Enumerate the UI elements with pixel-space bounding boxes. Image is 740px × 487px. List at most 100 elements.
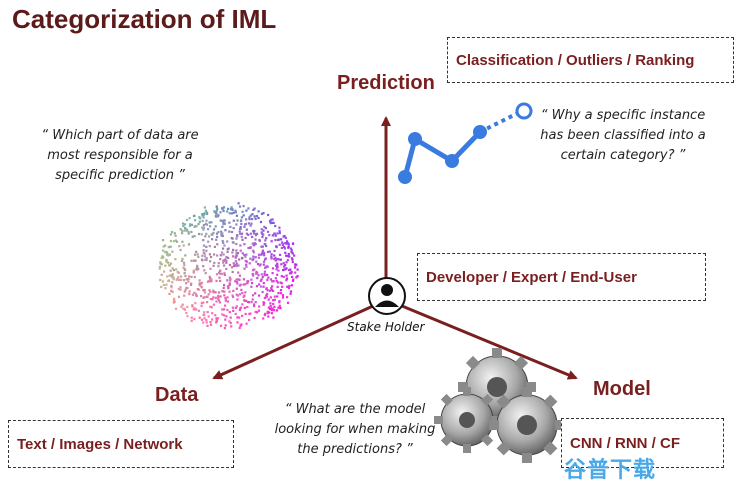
data-quote: “ Which part of data are most responsibl…	[20, 126, 220, 186]
cloud-point	[254, 238, 257, 241]
cloud-point	[183, 263, 186, 267]
cloud-point	[259, 220, 263, 224]
cloud-point	[291, 258, 294, 261]
cloud-point	[197, 255, 200, 258]
cloud-point	[287, 245, 290, 248]
cloud-point	[232, 248, 235, 251]
cloud-point	[222, 286, 225, 289]
cloud-point	[168, 292, 171, 295]
cloud-point	[269, 220, 272, 224]
cloud-point	[245, 253, 248, 256]
cloud-point	[266, 250, 270, 253]
cloud-point	[181, 222, 185, 225]
cloud-point	[264, 227, 267, 230]
cloud-point	[244, 283, 247, 286]
cloud-point	[203, 317, 206, 320]
cloud-point	[238, 316, 241, 319]
cloud-point	[212, 289, 215, 292]
cloud-point	[231, 208, 234, 211]
cloud-point	[180, 275, 183, 278]
cloud-point	[188, 224, 191, 228]
cloud-point	[262, 263, 265, 266]
model-label: Model	[593, 378, 651, 400]
cloud-point	[191, 293, 195, 296]
cloud-point	[257, 210, 260, 213]
cloud-point	[273, 254, 276, 257]
cloud-point	[178, 278, 181, 281]
cloud-point	[228, 221, 231, 224]
cloud-point	[252, 208, 255, 211]
cloud-point	[237, 202, 240, 205]
cloud-point	[190, 319, 193, 322]
cloud-point	[265, 244, 268, 248]
cloud-point	[194, 292, 197, 295]
cloud-point	[224, 324, 227, 327]
cloud-point	[162, 239, 165, 242]
cloud-point	[245, 322, 248, 325]
cloud-point	[248, 217, 251, 221]
cloud-point	[251, 242, 254, 245]
cloud-point	[254, 292, 257, 295]
cloud-point	[271, 272, 274, 275]
cloud-point	[193, 276, 196, 279]
cloud-point	[192, 269, 195, 272]
cloud-point	[198, 282, 202, 285]
cloud-point	[177, 276, 180, 279]
cloud-point	[247, 301, 251, 304]
cloud-point	[209, 225, 212, 228]
cloud-point	[210, 306, 213, 309]
cloud-point	[165, 260, 168, 263]
cloud-point	[260, 273, 263, 276]
cloud-point	[279, 281, 282, 284]
cloud-point	[261, 290, 264, 294]
cloud-point	[251, 269, 255, 272]
cloud-point	[225, 315, 228, 318]
cloud-point	[201, 213, 205, 216]
cloud-point	[275, 280, 278, 283]
cloud-point	[252, 255, 255, 258]
cloud-point	[215, 273, 219, 276]
cloud-point	[221, 232, 224, 235]
cloud-point	[174, 307, 178, 310]
cloud-point	[290, 284, 293, 287]
cloud-point	[164, 287, 167, 290]
cloud-point	[191, 304, 194, 307]
cloud-point	[193, 214, 196, 218]
cloud-point	[219, 324, 223, 327]
cloud-point	[293, 254, 296, 257]
cloud-point	[160, 256, 163, 260]
cloud-point	[247, 246, 250, 250]
cloud-point	[255, 233, 258, 236]
data-label: Data	[155, 384, 199, 406]
cloud-point	[184, 288, 187, 291]
cloud-point	[261, 251, 264, 254]
cloud-point	[238, 308, 241, 312]
cloud-point	[209, 280, 212, 283]
cloud-point	[183, 294, 186, 297]
data-quote-line: “ Which part of data are	[41, 128, 199, 143]
cloud-point	[241, 314, 244, 317]
cloud-point	[235, 293, 238, 296]
cloud-point	[272, 302, 275, 306]
cloud-point	[172, 299, 176, 302]
cloud-point	[217, 231, 220, 234]
data-types-text: Text / Images / Network	[17, 435, 183, 453]
cloud-point	[226, 285, 230, 288]
cloud-point	[205, 318, 208, 322]
cloud-point	[240, 222, 243, 226]
cloud-point	[195, 225, 198, 228]
cloud-point	[228, 320, 231, 323]
cloud-point	[205, 223, 209, 226]
cloud-point	[163, 270, 166, 273]
cloud-point	[280, 282, 283, 285]
cloud-point	[200, 318, 204, 321]
line-chart-icon	[398, 102, 533, 184]
cloud-point	[262, 285, 265, 288]
cloud-point	[268, 250, 271, 253]
data-quote-line: specific prediction ”	[55, 168, 185, 183]
cloud-point	[252, 249, 255, 252]
cloud-point	[266, 312, 269, 315]
cloud-point	[235, 249, 238, 252]
cloud-point	[202, 244, 206, 247]
cloud-point	[215, 213, 218, 216]
